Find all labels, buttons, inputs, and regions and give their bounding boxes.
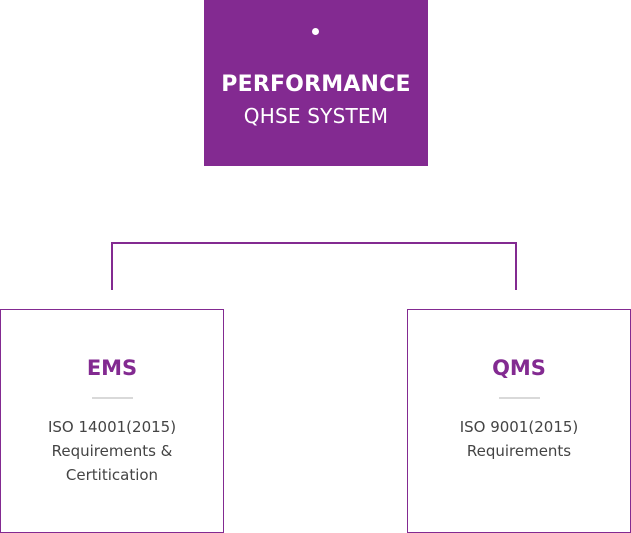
- node-line: ISO 9001(2015): [459, 418, 579, 436]
- root-node: PERFORMANCE QHSE SYSTEM: [204, 0, 428, 166]
- node-title: EMS: [86, 356, 138, 380]
- title-divider: [499, 397, 540, 399]
- node-line: ISO 14001(2015): [47, 418, 177, 436]
- node-ems: EMS ISO 14001(2015) Requirements & Certi…: [0, 309, 224, 533]
- node-qms: QMS ISO 9001(2015) Requirements: [407, 309, 631, 533]
- dot-icon: [312, 28, 319, 35]
- root-title: PERFORMANCE: [221, 72, 411, 97]
- node-title: QMS: [492, 356, 546, 380]
- title-divider: [92, 397, 133, 399]
- node-line: Requirements: [466, 442, 572, 460]
- node-line: Requirements &: [51, 442, 173, 460]
- node-line: Certitication: [65, 466, 159, 484]
- root-subtitle: QHSE SYSTEM: [243, 104, 389, 128]
- tree-connector: [111, 242, 517, 290]
